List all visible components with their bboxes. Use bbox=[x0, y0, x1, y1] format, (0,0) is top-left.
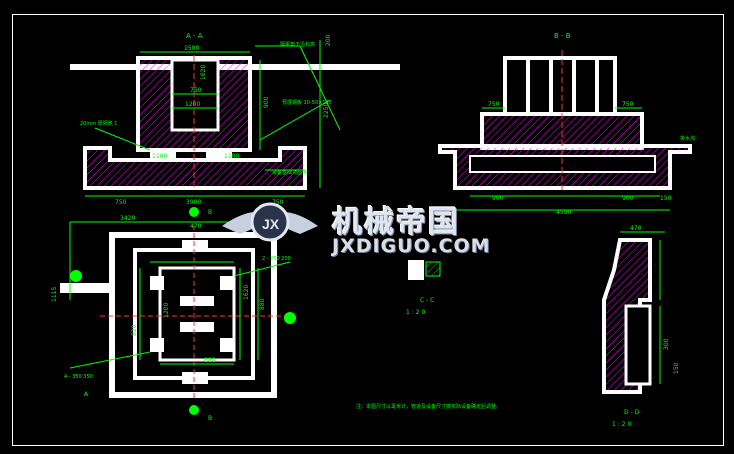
dim-aa-bottom-1: 750 bbox=[115, 199, 127, 206]
drawing-frame bbox=[12, 14, 724, 446]
dim-bb-right: 750 bbox=[622, 101, 634, 108]
watermark-title: 机械帝国 bbox=[332, 205, 460, 240]
dim-aa-inner-1: 750 bbox=[190, 87, 202, 94]
dim-aa-mid-1: 1100 bbox=[152, 153, 167, 160]
watermark-subtitle: JXDIGUO.COM bbox=[332, 235, 491, 257]
dim-bb-left: 750 bbox=[488, 101, 500, 108]
dim-plan-3: 1620 bbox=[243, 285, 250, 300]
section-aa-title: A - A bbox=[186, 32, 203, 40]
section-mark-left bbox=[70, 270, 82, 282]
pad-left-aa bbox=[150, 150, 176, 162]
dim-plan-7: 2 - 200 200 bbox=[262, 256, 291, 262]
dim-aa-top: 1500 bbox=[184, 45, 199, 52]
section-bb: B - B 750 750 900 4500 900 150 排水沟 bbox=[438, 32, 695, 216]
section-mark-top bbox=[189, 207, 199, 217]
detail-c: C - C 1 : 2 0 bbox=[406, 260, 441, 316]
dim-plan-6: 880 bbox=[204, 357, 216, 364]
dim-plan-1: 470 bbox=[190, 223, 202, 230]
dim-bb-bottom-1: 900 bbox=[492, 195, 504, 202]
detail-d: 470 300 150 D - D 1 : 2 0 bbox=[602, 225, 680, 428]
dim-aa-height-2: 900 bbox=[263, 96, 270, 108]
dim-detail-3: 150 bbox=[673, 362, 680, 374]
detail-d-void bbox=[624, 304, 652, 386]
pit-aa bbox=[170, 58, 220, 132]
label-b-bottom: B bbox=[208, 415, 212, 422]
detail-c-shape bbox=[408, 260, 424, 280]
dim-plan-5: 820 bbox=[131, 324, 138, 336]
dim-plan-4: 880 bbox=[259, 298, 266, 310]
dim-detail-2: 300 bbox=[663, 338, 670, 350]
dim-bb-bottom-2: 4500 bbox=[556, 209, 571, 216]
note-1: 20mm 厚隔热 1 bbox=[80, 120, 117, 127]
detail-c-title: C - C bbox=[420, 297, 434, 304]
dim-plan-2: 1200 bbox=[163, 303, 170, 318]
dim-plan-8: 4 - 350 350 bbox=[64, 374, 93, 380]
label-b-top: B bbox=[208, 209, 212, 216]
dim-aa-mid-2: 1100 bbox=[224, 153, 239, 160]
dim-aa-height-1: 1620 bbox=[200, 65, 207, 80]
pad-right-aa bbox=[206, 150, 232, 162]
dim-bb-bottom-3: 900 bbox=[622, 195, 634, 202]
base-trench-aa bbox=[83, 146, 307, 190]
note-2: 隔振垫下沿标高 bbox=[280, 41, 315, 48]
section-bb-title: B - B bbox=[554, 32, 571, 40]
note-5: 排水沟 bbox=[680, 135, 695, 142]
section-aa: A - A 1500 750 1200 1620 900 2250 750 39… bbox=[70, 32, 400, 206]
detail-c-scale: 1 : 2 0 bbox=[406, 309, 425, 316]
dim-aa-bottom-2: 3900 bbox=[186, 199, 201, 206]
watermark: 机械帝国 JXDIGUO.COM bbox=[220, 195, 520, 265]
plan-outer-wall bbox=[109, 232, 277, 398]
svg-text:JX: JX bbox=[262, 216, 280, 232]
plan-base bbox=[158, 266, 236, 362]
dim-aa-bottom-3: 750 bbox=[272, 199, 284, 206]
label-a: A bbox=[84, 391, 89, 398]
watermark-logo: JX bbox=[222, 202, 318, 242]
detail-d-scale: 1 : 2 0 bbox=[612, 421, 631, 428]
bottom-note: 注：本图尺寸以毫米计，管道及设备尺寸按实际设备确定后调整。 bbox=[356, 403, 501, 410]
detail-d-title: D - D bbox=[624, 409, 640, 416]
detail-c-hatch bbox=[425, 261, 441, 277]
note-4: 设备基础顶面 A bbox=[272, 169, 308, 176]
dim-bb-bottom-4: 150 bbox=[660, 195, 672, 202]
note-3: 预埋钢板 10-50×150 bbox=[282, 99, 332, 106]
plan-view: 3420 1115 470 1200 1620 880 820 880 2 - … bbox=[51, 207, 296, 422]
section-mark-right bbox=[284, 312, 296, 324]
section-mark-bottom bbox=[189, 405, 199, 415]
dim-aa-height-3: 2250 bbox=[323, 103, 330, 118]
dim-detail-1: 470 bbox=[630, 225, 642, 232]
dim-aa-inner-2: 1200 bbox=[185, 101, 200, 108]
dim-plan-top: 3420 bbox=[120, 215, 135, 222]
dim-plan-left: 1115 bbox=[51, 287, 58, 302]
dim-top-right: 200 bbox=[325, 34, 332, 46]
